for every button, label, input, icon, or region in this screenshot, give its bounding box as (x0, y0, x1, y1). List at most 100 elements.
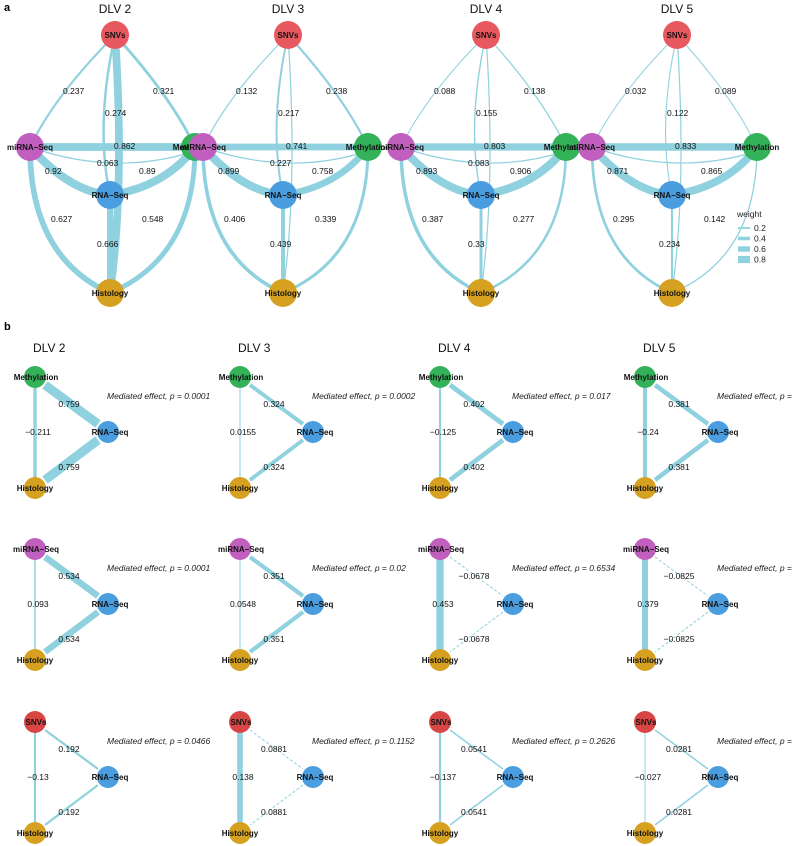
node-source-label: miRNA−Seq (623, 545, 669, 554)
edge-rnaseq-histology (654, 784, 709, 826)
edge-source-rnaseq (248, 555, 305, 598)
node-histology-label: Histology (627, 829, 664, 838)
edge-mirna-histology (27, 144, 113, 296)
node-histology-label: Histology (17, 656, 54, 665)
node-snvs (101, 21, 129, 49)
node-rnaseq-label: RNA−Seq (497, 600, 534, 609)
node-snvs-label: SNVs (278, 31, 299, 40)
edge-rnaseq-histology (42, 436, 101, 484)
node-rnaseq (97, 766, 119, 788)
direct-effect-label: 0.138 (232, 772, 254, 782)
direct-effect-label: 0.379 (637, 599, 659, 609)
edge-source-rnaseq (449, 729, 504, 770)
node-source (229, 366, 251, 388)
weight-label-snv_meth: 0.321 (153, 86, 175, 96)
node-mirna (387, 133, 415, 161)
mediated-effect-label: Mediated effect, p = 0.0002 (312, 391, 416, 401)
edge-source-rnaseq (249, 729, 304, 770)
node-methylation (354, 133, 382, 161)
path-a-label: 0.402 (463, 399, 485, 409)
edge-rnaseq-histology (654, 611, 709, 653)
node-mirna (16, 133, 44, 161)
node-source-label: SNVs (26, 718, 47, 727)
node-source-label: miRNA−Seq (13, 545, 59, 554)
weight-label-mir_meth: 0.803 (484, 141, 506, 151)
edge-rnaseq-histology (43, 609, 100, 655)
node-rnaseq (97, 593, 119, 615)
path-b-label: 0.534 (58, 634, 80, 644)
edge-source-rnaseq (449, 556, 504, 597)
network-title: DLV 5 (661, 2, 694, 16)
node-histology (634, 649, 656, 671)
node-mirna-label: miRNA−Seq (180, 143, 226, 152)
weight-label-snv_hist: 0.862 (114, 141, 136, 151)
node-source (24, 366, 46, 388)
node-histology (658, 279, 686, 307)
node-histology (634, 822, 656, 844)
node-histology (229, 477, 251, 499)
node-snvs-label: SNVs (667, 31, 688, 40)
weight-label-meth_rna: 0.89 (139, 166, 156, 176)
node-histology-label: Histology (654, 289, 691, 298)
path-a-label: 0.0281 (666, 744, 692, 754)
node-rnaseq-label: RNA−Seq (497, 773, 534, 782)
direct-effect-label: −0.211 (25, 427, 51, 437)
mediation-cell: SNVsRNA−SeqHistology0.1380.08810.0881Med… (222, 711, 415, 844)
node-rnaseq (302, 421, 324, 443)
node-source (229, 538, 251, 560)
edge-source-rnaseq (654, 556, 709, 597)
edge-mirna-methylation-cross (29, 146, 196, 164)
weight-label-snv_meth: 0.089 (715, 86, 737, 96)
node-methylation (552, 133, 580, 161)
weight-label-rna_hist: 0.33 (468, 239, 485, 249)
node-rnaseq-label: RNA−Seq (297, 428, 334, 437)
weight-label-mir_meth: 0.741 (286, 141, 308, 151)
mediation-cell: MethylationRNA−SeqHistology−0.1250.4020.… (419, 366, 611, 499)
path-b-label: 0.324 (263, 462, 285, 472)
edge-snvs-histology (480, 34, 491, 294)
path-a-label: 0.534 (58, 571, 80, 581)
panel-b-letter: b (4, 321, 11, 333)
network-dlv-2: DLV 2SNVsmiRNA−SeqMethylationRNA−SeqHist… (7, 2, 217, 307)
node-rnaseq (269, 181, 297, 209)
weight-label-cross: 0.227 (270, 158, 292, 168)
node-histology-label: Histology (627, 484, 664, 493)
edge-rnaseq-histology (449, 784, 504, 826)
node-methylation (743, 133, 771, 161)
mediated-effect-label: Mediated effect, p = 0.0001 (107, 563, 211, 573)
mediation-column-title: DLV 4 (438, 341, 471, 355)
mediation-cell: SNVsRNA−SeqHistology−0.1370.05410.0541Me… (422, 711, 616, 844)
node-histology-label: Histology (627, 656, 664, 665)
weight-label-meth_hist: 0.339 (315, 214, 337, 224)
path-b-label: 0.351 (263, 634, 285, 644)
edge-snvs-rnaseq (473, 34, 487, 196)
mediation-cell: SNVsRNA−SeqHistology−0.0270.02810.0281Me… (627, 711, 792, 844)
node-histology-label: Histology (422, 484, 459, 493)
mediated-effect-label: Mediated effect, p = 0.0466 (107, 736, 211, 746)
node-rnaseq (502, 421, 524, 443)
weight-label-meth_rna: 0.758 (312, 166, 334, 176)
path-b-label: 0.381 (668, 462, 690, 472)
node-source (24, 538, 46, 560)
mediation-cell: miRNA−SeqRNA−SeqHistology0.0930.5340.534… (13, 538, 211, 671)
node-histology (24, 649, 46, 671)
node-histology-label: Histology (265, 289, 302, 298)
node-rnaseq (707, 766, 729, 788)
network-title: DLV 2 (99, 2, 132, 16)
node-histology (229, 822, 251, 844)
node-source-label: Methylation (419, 373, 464, 382)
node-rnaseq-label: RNA−Seq (92, 773, 129, 782)
node-rnaseq-label: RNA−Seq (702, 773, 739, 782)
mediated-effect-label: Mediated effect, p = 0.2626 (512, 736, 616, 746)
path-b-label: −0.0825 (664, 634, 695, 644)
weight-label-snv_rna: 0.217 (278, 108, 300, 118)
path-a-label: −0.0678 (459, 571, 490, 581)
path-b-label: 0.192 (58, 807, 80, 817)
weight-label-snv_mir: 0.088 (434, 86, 456, 96)
weight-label-snv_rna: 0.122 (667, 108, 689, 118)
